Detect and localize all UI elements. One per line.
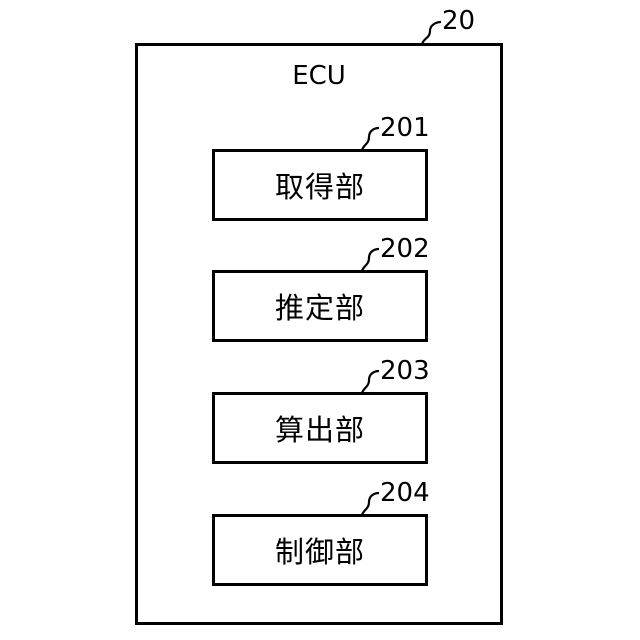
- ref-label-ecu: 20: [442, 6, 475, 36]
- block-estimation-unit: 推定部: [212, 270, 428, 342]
- block-label: 算出部: [275, 407, 365, 449]
- ref-label-block-4: 204: [380, 478, 430, 508]
- block-label: 推定部: [275, 285, 365, 327]
- block-acquisition-unit: 取得部: [212, 149, 428, 221]
- block-control-unit: 制御部: [212, 514, 428, 586]
- ref-label-block-2: 202: [380, 234, 430, 264]
- ecu-label: ECU: [135, 60, 503, 92]
- block-label: 制御部: [275, 529, 365, 571]
- ref-label-block-1: 201: [380, 113, 430, 143]
- leader-line-20: [422, 22, 441, 44]
- ref-label-block-3: 203: [380, 356, 430, 386]
- block-label: 取得部: [275, 164, 365, 206]
- block-calculation-unit: 算出部: [212, 392, 428, 464]
